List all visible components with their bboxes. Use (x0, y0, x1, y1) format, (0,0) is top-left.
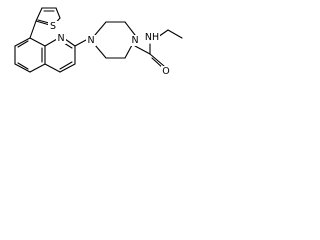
bond-pip-n1-c2 (94, 21, 107, 36)
label-quinoline-nitrogen: N (56, 33, 66, 44)
bond-c8-c7 (14, 37, 31, 47)
bond-pip-c3-n4 (124, 21, 136, 36)
bond-c8a-c8 (29, 37, 46, 47)
bond-quinoline-piperazine (74, 39, 87, 47)
piperazine-nitrogen-bottom-label: N (131, 35, 138, 46)
piperazine-nitrogen-top-label: N (87, 35, 94, 46)
molecule-structure: S N N N NH O (14, 7, 183, 77)
bond-c8a-n1 (44, 38, 58, 47)
carboxamide-group (134, 43, 165, 70)
label-sulfur: S (48, 21, 58, 32)
piperazine-ring (94, 21, 136, 59)
amide-nitrogen-label: NH (145, 32, 159, 43)
bond-thiophene-c4-c5 (55, 7, 61, 19)
label-piperazine-n-bottom: N (130, 35, 140, 46)
bond-c6-c5 (14, 63, 31, 73)
bond-c8-c7-double (17, 40, 29, 48)
bond-thiophene-quinoline (29, 20, 37, 39)
bond-c6-c5-double (17, 62, 29, 70)
label-amide-nitrogen: NH (144, 32, 160, 43)
bond-c3-c4-double (59, 61, 73, 70)
label-carbonyl-oxygen: O (161, 66, 171, 77)
bond-pip-c6-n1 (94, 44, 107, 59)
bond-c4-c4a (44, 63, 61, 73)
bond-thiophene-s-c2-double (37, 19, 50, 24)
bond-c5-c4a (29, 63, 46, 73)
bond-ch2-ch3 (167, 29, 183, 39)
bond-n4-carbonyl (134, 45, 151, 55)
bond-n1-c2 (64, 38, 76, 47)
quinoline-nitrogen-label: N (57, 33, 64, 44)
bond-pip-n4-c5 (124, 44, 133, 59)
quinoline-benzo-ring (14, 37, 46, 73)
bond-carbonyl-o (149, 53, 165, 67)
bond-c3-c4 (59, 63, 76, 73)
ethyl-group (157, 29, 183, 39)
sulfur-atom-label: S (50, 21, 56, 32)
bond-thiophene-c2-c3 (35, 7, 43, 22)
carbonyl-oxygen-label: O (162, 66, 169, 77)
label-piperazine-n-top: N (86, 35, 96, 46)
